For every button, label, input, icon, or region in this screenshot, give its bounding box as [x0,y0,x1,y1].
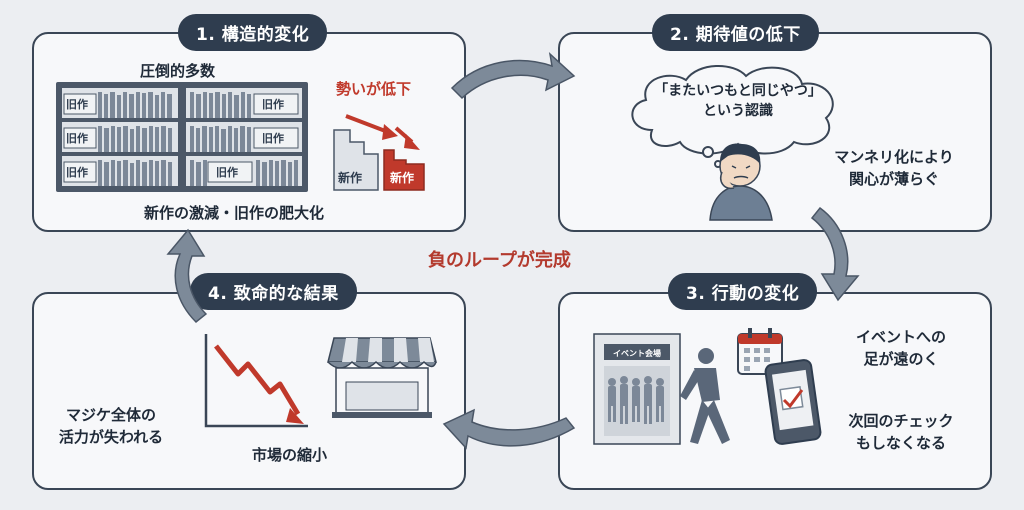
thought-bubble [631,64,834,168]
shelf-tag: 旧作 [66,131,88,145]
shelf-tag: 旧作 [66,165,88,179]
shelf-tag: 旧作 [262,97,284,111]
declining-chart-icon [204,334,308,428]
new-work-label-red: 新作 [390,170,414,185]
tab-behavior-change: 3. 行動の変化 [668,273,818,310]
p3-caption1-line2: 足が遠のく [863,350,939,368]
shelf-tag: 旧作 [216,165,238,179]
p3-caption2-line1: 次回のチェック [848,412,954,430]
shelf-tag: 旧作 [66,97,88,111]
p1-top-label: 圧倒的多数 [140,62,216,80]
p2-caption-line1: マンネリ化により [834,148,954,166]
p3-caption1-line1: イベントへの [855,328,946,346]
p3-caption2-line2: もしなくなる [855,434,946,452]
decline-steps-illustration: 新作 新作 [333,114,425,191]
market-shrink-label: 市場の縮小 [252,446,328,464]
p4-caption-line1: マジケ全体の [65,406,156,424]
bubble-text-line2: という認識 [703,103,773,119]
smartphone-check-icon [764,359,822,445]
bubble-text-line1: 「またいつもと同じやつ」 [654,83,822,99]
center-loop-label: 負のループが完成 [428,250,571,271]
tab-expectation-drop: 2. 期待値の低下 [652,14,819,51]
tab-fatal-result: 4. 致命的な結果 [190,273,357,310]
venue-sign: イベント会場 [613,348,661,358]
shop-stall-icon [327,337,437,418]
new-work-label-grey: 新作 [338,170,362,185]
tab-structural-change: 1. 構造的変化 [178,14,328,51]
trend-label: 勢いが低下 [336,80,412,98]
shelf-tag: 旧作 [262,131,284,145]
worried-person-icon [709,143,773,221]
p4-caption-line2: 活力が失われる [58,428,164,446]
p2-caption-line2: 関心が薄らぐ [848,170,939,188]
p1-bottom-label: 新作の激減・旧作の肥大化 [144,204,325,222]
event-venue-illustration: イベント会場 [593,333,730,445]
bookshelf-illustration: 旧作 旧作 旧作 旧作 旧作 旧作 [56,82,308,192]
